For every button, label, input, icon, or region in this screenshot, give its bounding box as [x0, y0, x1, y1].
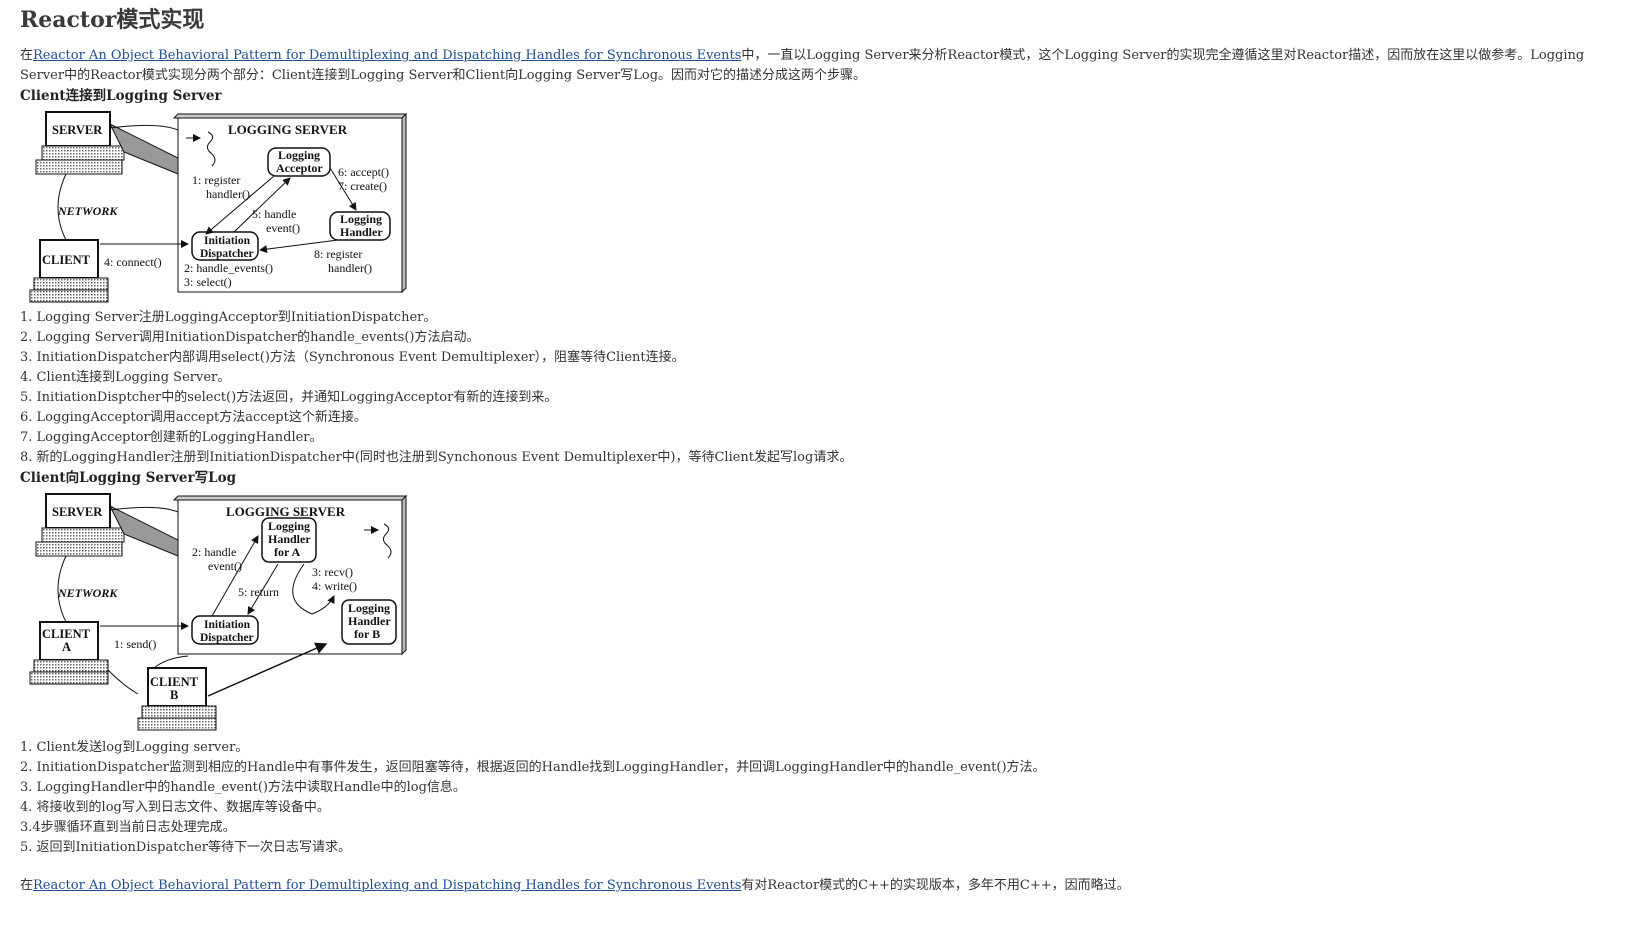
client-a-label-2: A: [62, 640, 71, 654]
list-item: 1. Client发送log到Logging server。: [20, 740, 249, 755]
list-item: 4. Client连接到Logging Server。: [20, 370, 231, 385]
handler-b-line2: Handler: [348, 614, 391, 628]
dispatcher-line1: Initiation: [204, 619, 251, 631]
client-computer: CLIENT: [29, 239, 109, 303]
handler-line2: Handler: [340, 225, 383, 239]
send-label: 1: send(): [114, 637, 156, 651]
client-label: CLIENT: [42, 253, 91, 267]
section2-steps: 1. Client发送log到Logging server。 2. Initia…: [20, 738, 1645, 858]
network-label: NETWORK: [57, 204, 118, 218]
return-label: 5: return: [238, 585, 279, 599]
list-item: 3. InitiationDispatcher内部调用select()方法（Sy…: [20, 350, 685, 365]
handler-b-line1: Logging: [348, 601, 390, 615]
list-item: 5. InitiationDisptcher中的select()方法返回，并通知…: [20, 390, 558, 405]
list-item: 2. InitiationDispatcher监测到相应的Handle中有事件发…: [20, 760, 1046, 775]
register-label-2: handler(): [206, 187, 250, 201]
server-label: SERVER: [52, 123, 103, 137]
logging-server-label: LOGGING SERVER: [228, 122, 348, 137]
handle-label-2: event(): [266, 221, 300, 235]
handle-label-1: 2: handle: [192, 545, 236, 559]
section2-heading: Client向Logging Server写Log: [20, 470, 237, 486]
write-log-diagram: LOGGING SERVER SERVER NETWORK CLIENT A 1…: [29, 493, 408, 731]
list-item: 4. 将接收到的log写入到日志文件、数据库等设备中。: [20, 800, 330, 815]
list-item: 7. LoggingAcceptor创建新的LoggingHandler。: [20, 430, 323, 445]
client-b-label-1: CLIENT: [150, 675, 199, 689]
list-item: 1. Logging Server注册LoggingAcceptor到Initi…: [20, 310, 437, 325]
list-item: 6. LoggingAcceptor调用accept方法accept这个新连接。: [20, 410, 367, 425]
handle-events-label: 2: handle_events(): [184, 261, 273, 275]
client-a-computer: CLIENT A: [29, 621, 109, 685]
client-b-computer: CLIENT B: [137, 667, 217, 731]
handler-a-line1: Logging: [268, 519, 310, 533]
acceptor-line1: Logging: [278, 148, 320, 162]
select-label: 3: select(): [184, 275, 232, 289]
reactor-paper-link-2[interactable]: Reactor An Object Behavioral Pattern for…: [33, 878, 742, 893]
acceptor-line2: Acceptor: [276, 161, 323, 175]
intro-paragraph: 在Reactor An Object Behavioral Pattern fo…: [20, 46, 1630, 86]
handle-label-1: 5: handle: [252, 207, 296, 221]
connect-diagram: LOGGING SERVER SERVER NETWORK CLIENT 4: …: [29, 111, 408, 303]
logging-handler-b-node: [341, 599, 397, 645]
server-label: SERVER: [52, 505, 103, 519]
client-a-label-1: CLIENT: [42, 627, 91, 641]
reactor-paper-link[interactable]: Reactor An Object Behavioral Pattern for…: [33, 48, 742, 63]
outro-paragraph: 在Reactor An Object Behavioral Pattern fo…: [20, 876, 1630, 896]
write-label: 4: write(): [312, 579, 357, 593]
handler-a-line2: Handler: [268, 532, 311, 546]
page-title: Reactor模式实现: [20, 7, 205, 33]
dispatcher-line2: Dispatcher: [200, 248, 254, 260]
connect-label: 4: connect(): [104, 255, 162, 269]
register-label-1: 1: register: [192, 173, 240, 187]
list-item: 3.4步骤循环直到当前日志处理完成。: [20, 820, 236, 835]
intro-prefix: 在: [20, 48, 34, 63]
logging-server-box: [177, 117, 403, 293]
list-item: 8. 新的LoggingHandler注册到InitiationDispatch…: [20, 450, 853, 465]
create-label: 7: create(): [338, 179, 387, 193]
outro-prefix: 在: [20, 878, 34, 893]
register8-label-1: 8: register: [314, 247, 362, 261]
logging-server-label: LOGGING SERVER: [226, 504, 346, 519]
handler-line1: Logging: [340, 212, 382, 226]
logging-handler-a-node: [261, 517, 317, 563]
logging-acceptor-node: [267, 147, 331, 177]
outro-suffix: 有对Reactor模式的C++的实现版本，多年不用C++，因而略过。: [741, 878, 1130, 893]
handler-a-line3: for A: [274, 545, 300, 559]
handler-b-line3: for B: [354, 627, 380, 641]
handle-label-2: event(): [208, 559, 242, 573]
section1-heading: Client连接到Logging Server: [20, 88, 222, 104]
list-item: 5. 返回到InitiationDispatcher等待下一次日志写请求。: [20, 840, 352, 855]
dispatcher-line1: Initiation: [204, 235, 251, 247]
list-item: 2. Logging Server调用InitiationDispatcher的…: [20, 330, 480, 345]
dispatcher-line2: Dispatcher: [200, 632, 254, 644]
initiation-dispatcher-node: [191, 615, 259, 645]
register8-label-2: handler(): [328, 261, 372, 275]
section1-steps: 1. Logging Server注册LoggingAcceptor到Initi…: [20, 308, 1645, 468]
initiation-dispatcher-node: [191, 231, 259, 261]
accept-label: 6: accept(): [338, 165, 389, 179]
list-item: 3. LoggingHandler中的handle_event()方法中读取Ha…: [20, 780, 466, 795]
network-label: NETWORK: [57, 586, 118, 600]
server-computer: SERVER: [35, 111, 125, 175]
recv-label: 3: recv(): [312, 565, 353, 579]
server-computer: SERVER: [35, 493, 125, 557]
intro-suffix: 中，一直以Logging Server来分析Reactor模式，这个Loggin…: [20, 48, 1585, 83]
client-b-label-2: B: [170, 688, 178, 702]
logging-handler-node: [329, 211, 391, 241]
